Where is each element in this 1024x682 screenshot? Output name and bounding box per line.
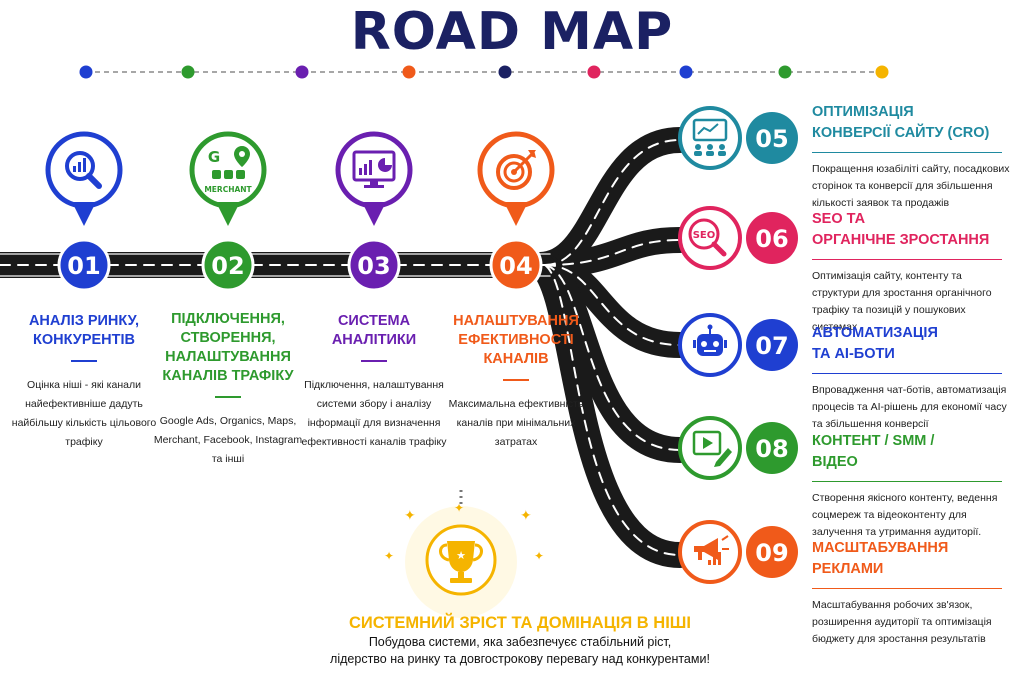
branch-07-divider [812,373,1002,374]
stage-01-description: Оцінка ніші - які канали найефективніше … [11,379,157,448]
stage-04-text: НАЛАШТУВАННЯ ЕФЕКТИВНОСТІ КАНАЛІВ Максим… [441,312,591,452]
branch-05-title-line2: КОНВЕРСІЇ САЙТУ (CRO) [812,125,990,141]
branch-number-06: 06 [755,225,788,253]
branch-06-divider [812,259,1002,260]
svg-text:✦: ✦ [534,549,544,563]
merchant-label: MERCHANT [204,185,252,194]
stage-03-text: СИСТЕМА АНАЛІТИКИ Підключення, налаштува… [299,312,449,452]
branch-number-07: 07 [755,332,788,360]
branch-08-text: КОНТЕНТ / SMM / ВІДЕО Створення якісного… [812,431,1012,541]
svg-text:✦: ✦ [384,549,394,563]
goal-text: СИСТЕМНИЙ ЗРІСТ ТА ДОМІНАЦІЯ В НІШІ Побу… [260,612,780,668]
video-edit-icon [692,430,732,467]
branch-09-title-line2: РЕКЛАМИ [812,561,884,577]
google-merchant-icon: G MERCHANT [204,146,253,194]
branch-number-08: 08 [755,435,788,463]
megaphone-growth-icon [694,535,729,565]
analytics-monitor-icon [352,150,396,188]
goal-description-line2: лідерство на ринку та довгострокову пере… [330,652,710,666]
stage-number-02: 02 [211,252,244,280]
chatbot-icon [693,324,727,356]
branch-06-title: SEO ТА ОРГАНІЧНЕ ЗРОСТАННЯ [812,209,1012,251]
branch-08-description: Створення якісного контенту, ведення соц… [812,492,998,538]
stage-04-marker: 04 [477,131,555,292]
branch-05-text: ОПТИМІЗАЦІЯ КОНВЕРСІЇ САЙТУ (CRO) Покращ… [812,102,1012,212]
stage-03-divider [361,360,387,362]
branch-06-title-line1: SEO ТА [812,211,866,227]
branch-06-description: Оптимізація сайту, контенту та структури… [812,270,992,333]
branch-08-marker: 08 [678,416,798,480]
branch-08-title-line1: КОНТЕНТ / SMM / [812,433,935,449]
stage-01-marker: 01 [45,131,123,292]
branch-08-title: КОНТЕНТ / SMM / ВІДЕО [812,431,1012,473]
branch-09-marker: 09 [678,520,798,584]
conversion-dashboard-icon [692,118,728,156]
target-icon [496,150,536,190]
branch-08-title-line2: ВІДЕО [812,454,858,470]
stage-number-04: 04 [499,252,532,280]
branch-06-marker: SEO 06 [678,206,798,270]
branch-07-title: АВТОМАТИЗАЦІЯ ТА AI-БОТИ [812,323,1012,365]
branch-09-divider [812,588,1002,589]
seo-label: SEO [693,230,716,241]
branch-07-text: АВТОМАТИЗАЦІЯ ТА AI-БОТИ Впровадження ча… [812,323,1012,433]
svg-text:G: G [208,148,220,166]
stage-01-divider [71,360,97,362]
branch-09-title: МАСШТАБУВАННЯ РЕКЛАМИ [812,538,1012,580]
goal-title: СИСТЕМНИЙ ЗРІСТ ТА ДОМІНАЦІЯ В НІШІ [349,614,691,632]
goal-marker: ★ ✦ ✦ ✦ ✦ ✦ [384,490,544,618]
branch-07-title-line2: ТА AI-БОТИ [812,346,895,362]
branch-09-title-line1: МАСШТАБУВАННЯ [812,540,949,556]
stage-02-description: Google Ads, Organics, Maps, Merchant, Fa… [153,415,303,465]
branch-05-title-line1: ОПТИМІЗАЦІЯ [812,104,914,120]
chart-magnifier-icon [65,151,102,189]
stage-03-title: СИСТЕМА АНАЛІТИКИ [331,313,417,348]
branch-06-text: SEO ТА ОРГАНІЧНЕ ЗРОСТАННЯ Оптимізація с… [812,209,1012,336]
stage-number-03: 03 [357,252,390,280]
stage-02-marker: G MERCHANT 02 [189,131,267,292]
branch-07-marker: 07 [678,313,798,377]
page-title: ROAD MAP [350,2,674,62]
branch-05-marker: 05 [678,106,798,170]
branch-number-05: 05 [755,125,788,153]
stage-number-01: 01 [67,252,100,280]
stage-02-divider [215,396,241,398]
branch-07-title-line1: АВТОМАТИЗАЦІЯ [812,325,938,341]
branch-09-text: МАСШТАБУВАННЯ РЕКЛАМИ Масштабування робо… [812,538,1012,648]
branch-09-description: Масштабування робочих зв'язок, розширенн… [812,599,992,645]
stage-04-description: Максимальна ефективність каналів при мін… [448,398,584,448]
stage-01-title: АНАЛІЗ РИНКУ, КОНКУРЕНТІВ [28,313,140,348]
stage-01-text: АНАЛІЗ РИНКУ, КОНКУРЕНТІВ Оцінка ніші - … [9,312,159,452]
branch-05-description: Покращення юзабіліті сайту, посадкових с… [812,163,1010,209]
svg-text:✦: ✦ [520,508,532,524]
branch-08-divider [812,481,1002,482]
branch-05-title: ОПТИМІЗАЦІЯ КОНВЕРСІЇ САЙТУ (CRO) [812,102,1012,144]
stage-04-title: НАЛАШТУВАННЯ ЕФЕКТИВНОСТІ КАНАЛІВ [453,313,579,367]
svg-text:★: ★ [456,549,466,562]
svg-text:✦: ✦ [454,501,464,515]
branch-05-divider [812,152,1002,153]
branch-06-title-line2: ОРГАНІЧНЕ ЗРОСТАННЯ [812,232,990,248]
branch-07-description: Впровадження чат-ботів, автоматизація пр… [812,384,1007,430]
stage-03-description: Підключення, налаштування системи збору … [301,379,447,448]
stage-03-marker: 03 [335,131,413,292]
branch-number-09: 09 [755,539,788,567]
goal-description-line1: Побудова системи, яка забезпечуєє стабіл… [368,635,672,649]
stage-02-title: ПІДКЛЮЧЕННЯ, СТВОРЕННЯ, НАЛАШТУВАННЯ КАН… [162,311,294,384]
trophy-icon: ★ [439,541,483,583]
stage-04-divider [503,379,529,381]
seo-magnifier-icon: SEO [688,218,727,257]
stage-02-text: ПІДКЛЮЧЕННЯ, СТВОРЕННЯ, НАЛАШТУВАННЯ КАН… [153,310,303,469]
svg-text:✦: ✦ [404,508,416,524]
